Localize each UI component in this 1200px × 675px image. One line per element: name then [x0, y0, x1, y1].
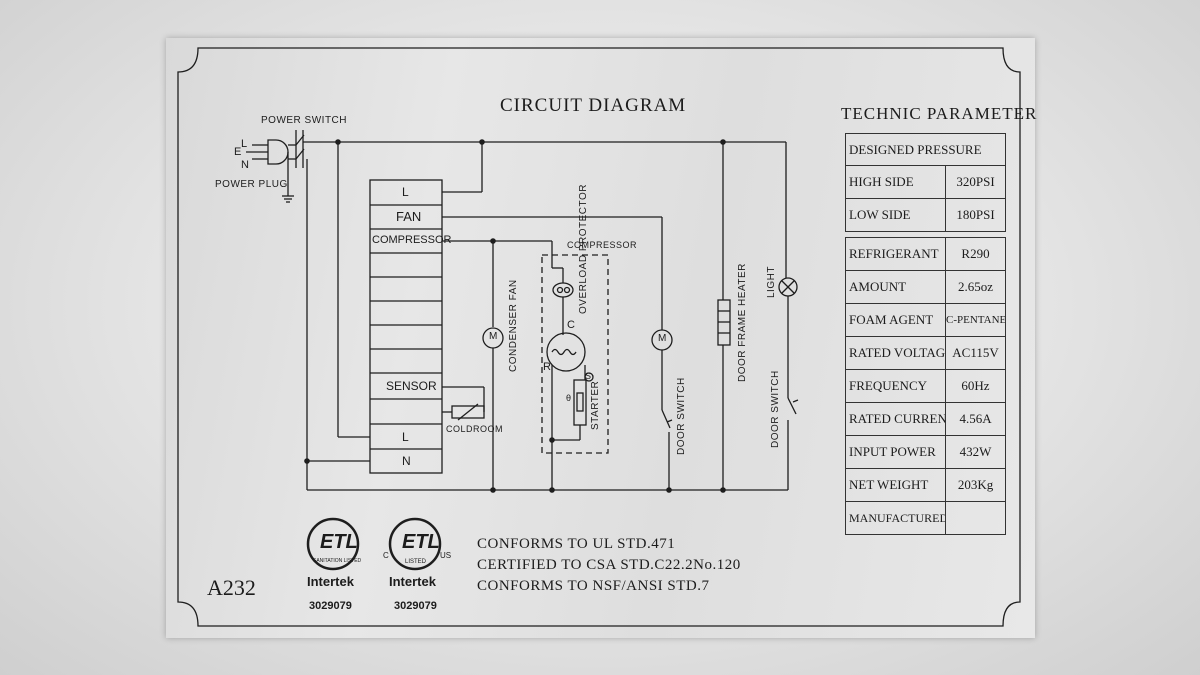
power-plug-label: POWER PLUG — [215, 179, 288, 190]
param-label: FREQUENCY — [845, 369, 946, 403]
power-switch-icon — [295, 130, 305, 168]
param-value: 432W — [944, 435, 1007, 469]
diagram-title: CIRCUIT DIAGRAM — [500, 95, 687, 116]
plate-border — [177, 47, 1021, 627]
comp-s-label: S — [585, 371, 592, 381]
param-value: 180PSI — [944, 198, 1007, 232]
etl-arc-text: SANITATION LISTED — [313, 558, 362, 564]
terminal-n: N — [402, 454, 411, 468]
terminal-fan: FAN — [396, 209, 422, 224]
param-label: INPUT POWER — [845, 435, 946, 469]
door-switch-label: DOOR SWITCH — [676, 377, 687, 455]
condenser-fan-label: CONDENSER FAN — [508, 279, 519, 372]
door-switch-2-icon — [787, 397, 797, 415]
param-label: REFRIGERANT — [845, 237, 946, 271]
param-value: 320PSI — [944, 165, 1007, 199]
param-value: R290 — [944, 237, 1007, 271]
param-value: 60Hz — [944, 369, 1007, 403]
compressor-label: COMPRESSOR — [567, 240, 638, 250]
plug-pin-n: N — [241, 159, 249, 171]
condenser-motor-m: M — [489, 331, 498, 342]
etl-arc-text-2: LISTED — [405, 559, 427, 565]
controller-block — [369, 179, 443, 474]
door-switch-icon — [661, 409, 671, 429]
overload-protector-label: OVERLOAD PROTECTOR — [578, 184, 589, 314]
compressor-enclosure — [541, 254, 609, 454]
ground-icon — [282, 195, 294, 203]
terminal-sensor: SENSOR — [386, 379, 437, 393]
light-label: LIGHT — [766, 266, 777, 298]
param-label: RATED VOLTAGE — [845, 336, 946, 370]
etl-c-label: C — [383, 551, 389, 560]
terminal-l2: L — [402, 430, 409, 444]
etl-listed-mark-icon — [388, 517, 442, 571]
etl-sanitation-mark-icon — [306, 517, 360, 571]
model-number: A232 — [207, 575, 256, 600]
theta-label: θ — [566, 393, 572, 403]
intertek-brand-2: Intertek — [389, 574, 436, 589]
terminal-compressor: COMPRESSOR — [372, 234, 452, 246]
param-label: RATED CURRENT — [845, 402, 946, 436]
param-value: 203Kg — [944, 468, 1007, 502]
table-row: MANUFACTURED — [845, 501, 1007, 535]
door-frame-heater-label: DOOR FRAME HEATER — [737, 263, 748, 382]
designed-pressure-cell: DESIGNED PRESSURE — [844, 133, 1007, 166]
plug-pin-l: L — [241, 138, 248, 150]
param-label: LOW SIDE — [845, 198, 946, 232]
compressor-motor-icon — [546, 332, 586, 372]
etl-mark-text-2: ETL — [402, 531, 440, 553]
cert-line-csa: CERTIFIED TO CSA STD.C22.2No.120 — [477, 557, 741, 573]
param-label: HIGH SIDE — [845, 165, 946, 199]
etl-number-2: 3029079 — [394, 600, 437, 612]
cert-line-ul: CONFORMS TO UL STD.471 — [477, 536, 676, 552]
door-switch-2-label: DOOR SWITCH — [770, 370, 781, 448]
comp-c-label: C — [567, 319, 575, 331]
param-value: 2.65oz — [944, 270, 1007, 304]
cert-line-nsf: CONFORMS TO NSF/ANSI STD.7 — [477, 578, 710, 594]
technic-title: TECHNIC PARAMETER — [841, 104, 1038, 123]
param-label: MANUFACTURED — [845, 501, 946, 535]
coldroom-sensor-icon — [451, 405, 485, 419]
param-value: C-PENTANE — [944, 303, 1007, 337]
plug-pin-e: E — [234, 146, 242, 158]
etl-us-label: US — [440, 551, 452, 560]
comp-r-label: R — [543, 361, 551, 373]
etl-number: 3029079 — [309, 600, 352, 612]
power-plug-icon — [267, 139, 289, 165]
param-value: AC115V — [944, 336, 1007, 370]
fan-motor-m: M — [658, 333, 667, 344]
param-value — [944, 501, 1007, 535]
param-value: 4.56A — [944, 402, 1007, 436]
power-switch-label: POWER SWITCH — [261, 115, 347, 126]
terminal-l: L — [402, 185, 409, 199]
param-label: FOAM AGENT — [845, 303, 946, 337]
param-label: AMOUNT — [845, 270, 946, 304]
starter-label: STARTER — [590, 380, 601, 430]
starter-icon — [573, 379, 587, 426]
intertek-brand: Intertek — [307, 574, 354, 589]
coldroom-label: COLDROOM — [446, 424, 504, 434]
etl-mark-text: ETL — [320, 531, 358, 553]
param-label: NET WEIGHT — [845, 468, 946, 502]
